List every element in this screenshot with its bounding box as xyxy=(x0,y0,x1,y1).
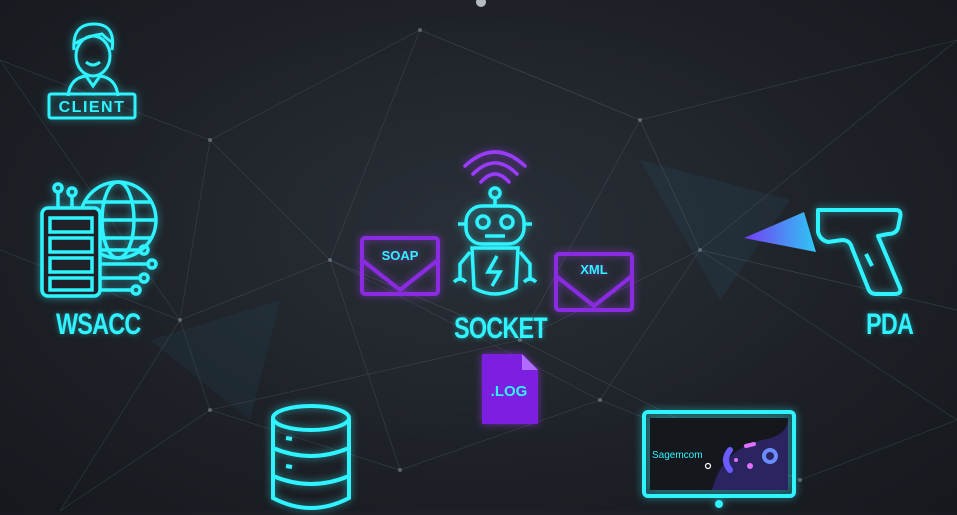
barcode-scanner-icon xyxy=(816,208,903,296)
wsacc-node xyxy=(36,176,166,302)
user-icon xyxy=(47,22,137,120)
soap-text: SOAP xyxy=(382,248,419,263)
wsacc-label: WSACC xyxy=(56,308,141,341)
soap-envelope: SOAP xyxy=(360,236,440,296)
socket-node xyxy=(450,186,540,301)
wifi-icon xyxy=(463,150,527,184)
xml-text: XML xyxy=(580,262,608,277)
envelope-icon xyxy=(360,236,440,296)
log-text: .LOG xyxy=(491,383,528,400)
envelope-icon xyxy=(554,252,634,312)
server-globe-icon xyxy=(40,180,158,298)
log-file-icon xyxy=(482,354,538,424)
monitor-node: Sagemcom xyxy=(642,410,796,511)
database-icon xyxy=(271,404,351,510)
database-node xyxy=(268,402,354,511)
xml-envelope: XML xyxy=(554,252,634,312)
monitor-icon xyxy=(642,410,796,508)
wifi-signal xyxy=(460,144,530,190)
pda-label: PDA xyxy=(866,308,914,341)
client-node: CLIENT xyxy=(42,14,142,124)
robot-icon xyxy=(452,186,538,296)
pda-beam xyxy=(740,204,820,264)
pda-node xyxy=(812,204,908,298)
log-file: .LOG xyxy=(480,352,540,426)
client-badge-text: CLIENT xyxy=(59,99,126,116)
monitor-screen-text: Sagemcom xyxy=(652,450,703,461)
socket-label: SOCKET xyxy=(454,312,548,345)
scanner-beam-shape xyxy=(744,212,816,252)
